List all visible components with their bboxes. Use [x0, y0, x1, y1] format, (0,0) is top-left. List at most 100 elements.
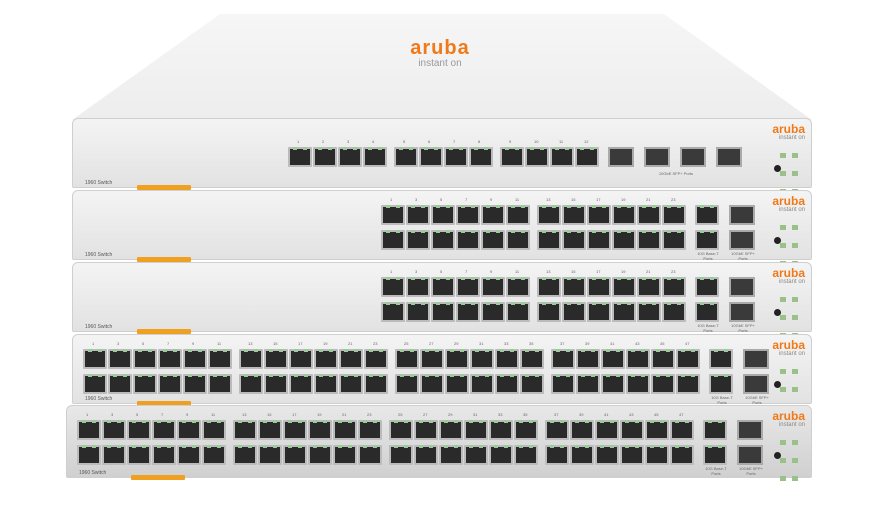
rj45-port [289, 349, 313, 369]
port-number: 39 [579, 412, 584, 417]
rj45-port [637, 205, 661, 225]
port-number: 29 [448, 412, 453, 417]
rj45-port [339, 374, 363, 394]
port-number: 41 [610, 341, 615, 346]
logo-subtext: instant on [778, 422, 805, 428]
port-number: 1 [92, 341, 95, 346]
logo-text: aruba [772, 194, 805, 208]
rj45-port [456, 230, 480, 250]
port-number: 3 [117, 341, 120, 346]
rj45-port [183, 374, 207, 394]
port-number: 3 [415, 269, 418, 274]
rj45-port [645, 445, 669, 465]
port-number: 27 [423, 412, 428, 417]
rj45-port [645, 420, 669, 440]
port-number: 1 [390, 197, 393, 202]
rj45-port [431, 230, 455, 250]
port-number: 1 [390, 269, 393, 274]
rj45-port [562, 302, 586, 322]
rj45-port [333, 420, 357, 440]
rj45-port [389, 445, 413, 465]
rj45-port [575, 147, 599, 167]
rj45-port [500, 147, 524, 167]
port-number: 23 [671, 269, 676, 274]
port-number: 17 [596, 269, 601, 274]
logo-subtext: instant on [778, 351, 805, 357]
sfp-label: 10GbE SFP+ Ports [731, 251, 755, 261]
port-number: 47 [685, 341, 690, 346]
rj45-port [239, 374, 263, 394]
rj45-port [506, 230, 530, 250]
port-number: 21 [646, 197, 651, 202]
rj45-port [550, 147, 574, 167]
10g-base-t-port [703, 445, 727, 465]
port-number: 45 [660, 341, 665, 346]
rj45-port [313, 147, 337, 167]
port-number: 7 [453, 139, 456, 144]
port-number: 11 [515, 197, 520, 202]
rj45-port [133, 349, 157, 369]
model-label: 1960 Switch [85, 180, 113, 186]
status-led [780, 171, 786, 176]
rj45-port [514, 420, 538, 440]
rj45-port [381, 230, 405, 250]
rj45-port [489, 420, 513, 440]
rj45-port [183, 349, 207, 369]
sfp-label: 10GbE SFP+ Ports [739, 466, 763, 476]
port-number: 25 [398, 412, 403, 417]
sfp-port [729, 277, 755, 297]
rj45-port [489, 445, 513, 465]
status-led [792, 243, 798, 248]
rj45-port [108, 349, 132, 369]
rj45-port [431, 277, 455, 297]
port-number: 6 [428, 139, 431, 144]
rj45-port [481, 205, 505, 225]
10g-base-t-port [695, 302, 719, 322]
rj45-port [445, 349, 469, 369]
rj45-port [514, 445, 538, 465]
rj45-port [283, 420, 307, 440]
rj45-port [595, 445, 619, 465]
rj45-port [662, 302, 686, 322]
rj45-port [358, 420, 382, 440]
port-number: 23 [671, 197, 676, 202]
rj45-port [587, 205, 611, 225]
port-number: 10 [534, 139, 539, 144]
rj45-port [551, 349, 575, 369]
status-led [792, 476, 798, 481]
status-led [792, 297, 798, 302]
orange-pull-tab [137, 257, 191, 262]
rj45-port [456, 302, 480, 322]
rj45-port [414, 420, 438, 440]
rj45-port [545, 445, 569, 465]
status-led [780, 476, 786, 481]
rj45-port [102, 445, 126, 465]
port-number: 19 [621, 269, 626, 274]
rj45-port [587, 302, 611, 322]
port-number: 41 [604, 412, 609, 417]
sfp-port [608, 147, 634, 167]
10g-base-t-port [695, 205, 719, 225]
rj45-port [612, 302, 636, 322]
rj45-port [637, 302, 661, 322]
rj45-port [587, 277, 611, 297]
status-led [780, 440, 786, 445]
rj45-port [283, 445, 307, 465]
base-t-label: 10G Base-T Ports [711, 395, 733, 405]
status-led [792, 315, 798, 320]
port-number: 15 [267, 412, 272, 417]
orange-pull-tab [137, 185, 191, 190]
rj45-port [339, 349, 363, 369]
port-number: 31 [473, 412, 478, 417]
port-number: 5 [136, 412, 139, 417]
model-label: 1960 Switch [85, 324, 113, 330]
status-led [792, 153, 798, 158]
status-led [780, 369, 786, 374]
status-led [780, 458, 786, 463]
port-number: 37 [560, 341, 565, 346]
rj45-port [464, 445, 488, 465]
sfp-port [743, 374, 769, 394]
port-number: 15 [571, 269, 576, 274]
